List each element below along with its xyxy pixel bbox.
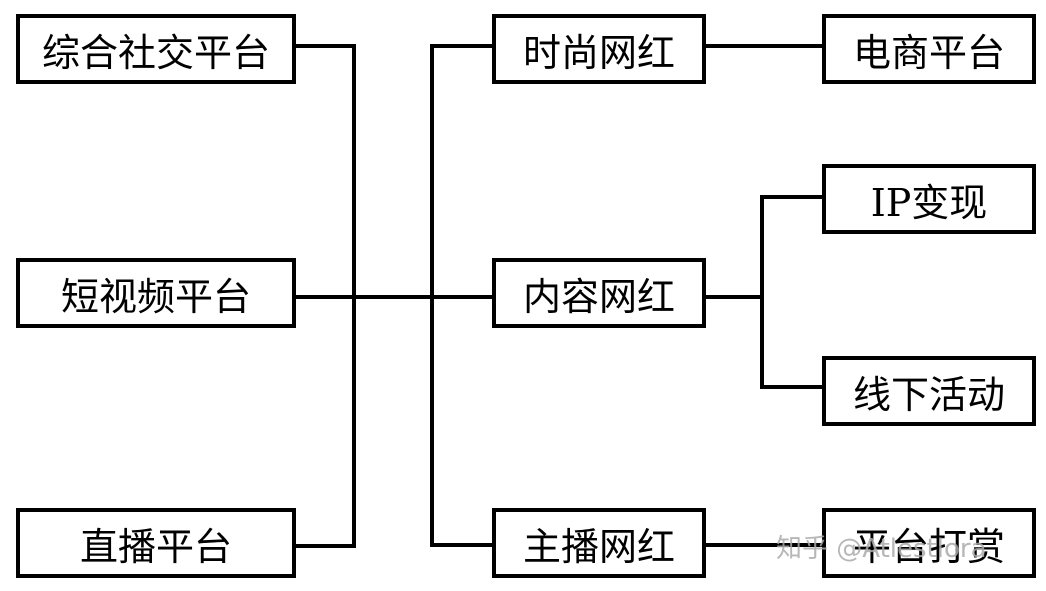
node-label: 时尚网红 bbox=[522, 30, 675, 75]
node-platform-short-video: 短视频平台 bbox=[16, 258, 296, 328]
connector-line bbox=[760, 195, 764, 389]
node-label: IP变现 bbox=[870, 180, 988, 225]
connector-line bbox=[292, 295, 496, 299]
node-ecommerce: 电商平台 bbox=[822, 14, 1036, 84]
node-platform-tipping: 平台打赏 bbox=[822, 508, 1036, 578]
node-label: 主播网红 bbox=[522, 524, 675, 569]
connector-line bbox=[702, 543, 826, 547]
connector-line bbox=[760, 195, 826, 199]
node-label: 短视频平台 bbox=[60, 274, 251, 319]
node-label: 电商平台 bbox=[852, 30, 1005, 75]
node-platform-live: 直播平台 bbox=[16, 508, 296, 578]
node-ip-monetization: IP变现 bbox=[822, 164, 1036, 234]
connector-line bbox=[702, 295, 764, 299]
node-content-influencer: 内容网红 bbox=[492, 258, 706, 328]
connector-line bbox=[760, 385, 826, 389]
node-label: 内容网红 bbox=[522, 274, 675, 319]
node-fashion-influencer: 时尚网红 bbox=[492, 14, 706, 84]
node-label: 综合社交平台 bbox=[41, 30, 270, 75]
connector-line bbox=[430, 543, 496, 547]
node-streamer-influencer: 主播网红 bbox=[492, 508, 706, 578]
node-label: 线下活动 bbox=[852, 372, 1005, 417]
connector-line bbox=[292, 44, 356, 48]
connector-line bbox=[430, 44, 434, 546]
node-label: 平台打赏 bbox=[852, 524, 1005, 569]
node-platform-social: 综合社交平台 bbox=[16, 14, 296, 84]
node-label: 直播平台 bbox=[79, 524, 232, 569]
connector-line bbox=[292, 544, 356, 548]
watermark: 知乎 @Atlestlora bbox=[776, 534, 987, 564]
connector-line bbox=[430, 44, 496, 48]
connector-line bbox=[702, 44, 826, 48]
node-offline-events: 线下活动 bbox=[822, 356, 1036, 426]
